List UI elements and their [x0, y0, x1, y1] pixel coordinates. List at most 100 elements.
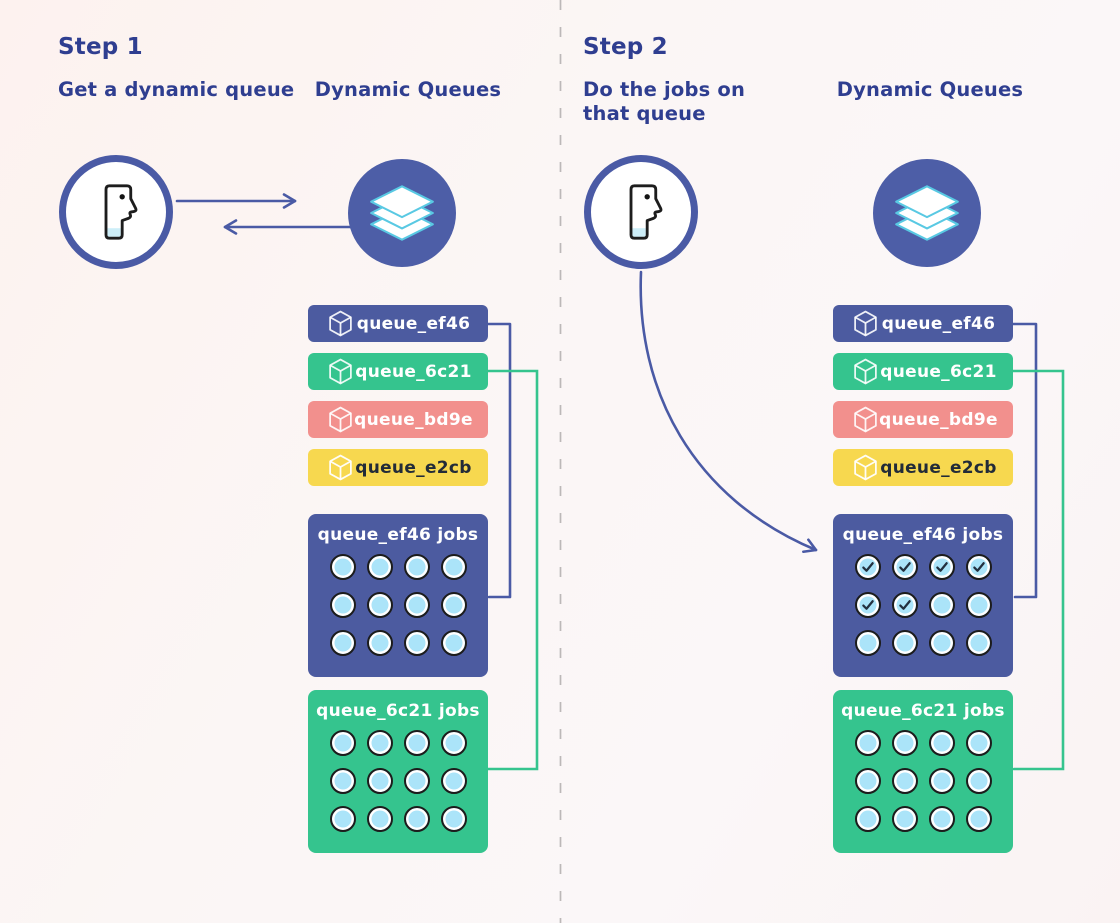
connector-6c21-step2 [1011, 369, 1065, 771]
job-done-circle [965, 554, 992, 580]
person-icon [104, 183, 138, 240]
job-grid [329, 554, 467, 656]
job-circle [440, 630, 467, 656]
check-icon [898, 562, 911, 572]
job-circle [928, 806, 955, 832]
job-circle [329, 806, 356, 832]
queue-label-text: queue_e2cb [880, 457, 997, 478]
step2-subtitle-line1: Do the jobs on [583, 78, 746, 101]
step1-dynamic-queues-label: Dynamic Queues [314, 78, 502, 101]
jobs-box-title: queue_6c21 jobs [316, 701, 480, 721]
job-circle [329, 592, 356, 618]
job-circle [440, 592, 467, 618]
queue-label-text: queue_bd9e [354, 409, 473, 430]
job-grid [329, 730, 467, 832]
step2-dynamic-queues-label: Dynamic Queues [836, 78, 1024, 101]
dynamic-queues-circle-step1 [348, 159, 456, 267]
job-circle [403, 554, 430, 580]
check-icon [861, 562, 874, 572]
job-circle [965, 592, 992, 618]
job-circle [891, 806, 918, 832]
queue-label-bd9e-step2: queue_bd9e [833, 401, 1013, 438]
queue-label-text: queue_ef46 [881, 313, 996, 334]
jobs-box-title: queue_ef46 jobs [317, 525, 479, 545]
check-icon [898, 600, 911, 610]
step2-subtitle-line2: that queue [583, 102, 706, 125]
layers-icon [370, 185, 434, 241]
jobs-box-6c21-step2: queue_6c21 jobs [833, 690, 1013, 853]
person-circle-step2 [584, 155, 698, 269]
queue-label-bd9e-step1: queue_bd9e [308, 401, 488, 438]
job-circle [440, 554, 467, 580]
job-circle [329, 630, 356, 656]
jobs-box-ef46-step1: queue_ef46 jobs [308, 514, 488, 677]
job-circle [965, 730, 992, 756]
check-icon [972, 562, 985, 572]
job-circle [366, 806, 393, 832]
jobs-box-6c21-step1: queue_6c21 jobs [308, 690, 488, 853]
connector-ef46-step1 [485, 322, 512, 599]
cube-icon [854, 454, 877, 481]
job-circle [891, 630, 918, 656]
job-circle [403, 630, 430, 656]
job-circle [854, 768, 881, 794]
job-done-circle [928, 554, 955, 580]
job-circle [329, 730, 356, 756]
job-circle [329, 554, 356, 580]
job-circle [891, 730, 918, 756]
job-circle [891, 768, 918, 794]
job-circle [366, 592, 393, 618]
job-grid [854, 730, 992, 832]
job-circle [366, 554, 393, 580]
dynamic-queues-circle-step2 [873, 159, 981, 267]
job-circle [440, 730, 467, 756]
job-circle [403, 592, 430, 618]
job-circle [928, 630, 955, 656]
job-done-circle [891, 592, 918, 618]
layers-icon [895, 185, 959, 241]
queue-label-e2cb-step1: queue_e2cb [308, 449, 488, 486]
job-circle [366, 630, 393, 656]
job-circle [928, 768, 955, 794]
job-grid [854, 554, 992, 656]
connector-6c21-step1 [485, 369, 539, 771]
job-circle [928, 730, 955, 756]
job-done-circle [854, 554, 881, 580]
queue-label-ef46-step2: queue_ef46 [833, 305, 1013, 342]
step1-title: Step 1 [58, 34, 143, 60]
queue-label-e2cb-step2: queue_e2cb [833, 449, 1013, 486]
job-circle [403, 806, 430, 832]
jobs-box-ef46-step2: queue_ef46 jobs [833, 514, 1013, 677]
job-circle [440, 806, 467, 832]
job-circle [329, 768, 356, 794]
step2-subtitle: Do the jobs on that queue [583, 78, 745, 126]
queue-label-text: queue_bd9e [879, 409, 998, 430]
job-circle [440, 768, 467, 794]
check-icon [935, 562, 948, 572]
curved-arrow-icon [639, 270, 818, 554]
queue-label-text: queue_6c21 [880, 361, 997, 382]
job-circle [965, 768, 992, 794]
cube-icon [854, 310, 877, 337]
person-icon [629, 183, 663, 240]
cube-icon [854, 406, 877, 433]
person-circle-step1 [59, 155, 173, 269]
connector-ef46-step2 [1011, 322, 1038, 599]
jobs-box-title: queue_ef46 jobs [842, 525, 1004, 545]
job-circle [854, 630, 881, 656]
job-done-circle [854, 592, 881, 618]
job-circle [854, 806, 881, 832]
cube-icon [329, 454, 352, 481]
queue-label-text: queue_6c21 [355, 361, 472, 382]
job-circle [928, 592, 955, 618]
queue-label-text: queue_ef46 [356, 313, 471, 334]
job-done-circle [891, 554, 918, 580]
check-icon [861, 600, 874, 610]
job-circle [965, 806, 992, 832]
cube-icon [329, 358, 352, 385]
job-circle [854, 730, 881, 756]
step1-subtitle: Get a dynamic queue [58, 78, 295, 101]
queue-label-text: queue_e2cb [355, 457, 472, 478]
job-circle [403, 730, 430, 756]
